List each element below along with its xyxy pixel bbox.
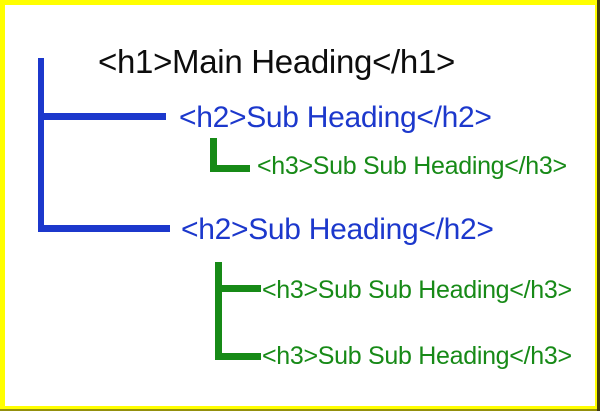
green-connector-vertical-line xyxy=(210,138,217,172)
green-connector-horizontal-line xyxy=(210,165,250,172)
green-branch-line-to-third-h3 xyxy=(215,353,261,360)
h1-code-label: <h1>Main Heading</h1> xyxy=(98,43,455,80)
h3-code-label-first: <h3>Sub Sub Heading</h3> xyxy=(257,152,567,180)
green-branch-line-to-second-h3 xyxy=(215,285,261,292)
h2-code-label-second: <h2>Sub Heading</h2> xyxy=(181,213,494,246)
blue-branch-line-to-first-h2 xyxy=(38,113,166,120)
green-tree-trunk-line xyxy=(215,262,222,360)
blue-tree-trunk-line xyxy=(38,58,44,232)
blue-branch-line-to-second-h2 xyxy=(38,225,170,232)
h2-code-label-first: <h2>Sub Heading</h2> xyxy=(179,101,492,134)
h3-code-label-second: <h3>Sub Sub Heading</h3> xyxy=(262,276,572,304)
h3-code-label-third: <h3>Sub Sub Heading</h3> xyxy=(262,342,572,370)
